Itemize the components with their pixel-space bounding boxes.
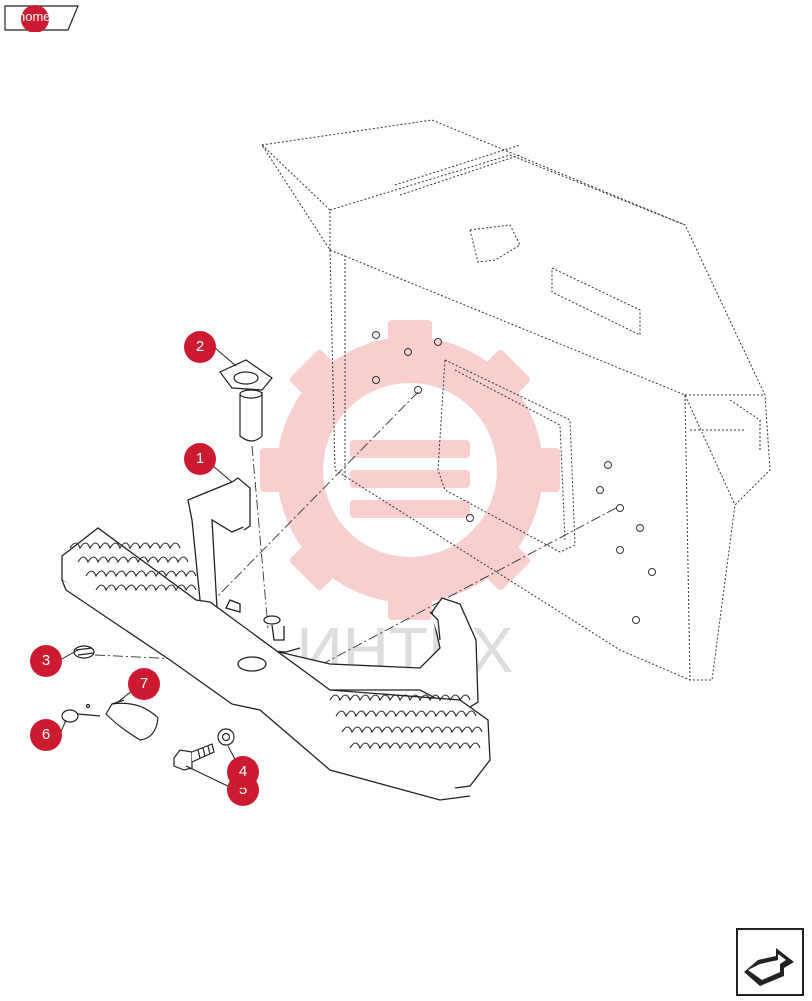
- plug-part: [73, 645, 95, 659]
- callout-2[interactable]: 2: [184, 331, 216, 363]
- home-label: home: [18, 9, 51, 24]
- bolt-part: [173, 743, 215, 771]
- frame-outline: [261, 119, 771, 681]
- callout-6[interactable]: 6: [30, 719, 62, 751]
- tread-right: [329, 694, 483, 750]
- callout-3[interactable]: 3: [30, 645, 62, 677]
- frame-holes: [372, 331, 656, 624]
- callout-1[interactable]: 1: [184, 443, 216, 475]
- home-tab-outline: [4, 5, 79, 32]
- watermark-logo: [260, 320, 560, 620]
- callout-7[interactable]: 7: [128, 668, 160, 700]
- alignment-lines: [94, 391, 617, 677]
- pin-part: [219, 359, 273, 442]
- callout-4[interactable]: 4: [227, 756, 259, 788]
- home-button[interactable]: home: [4, 4, 79, 32]
- tread-left: [69, 542, 197, 592]
- nav-arrow-graphic: [736, 928, 804, 996]
- next-page-arrow-icon[interactable]: [736, 928, 804, 996]
- lynch-pin-part: [61, 699, 159, 741]
- washer-part: [217, 728, 235, 746]
